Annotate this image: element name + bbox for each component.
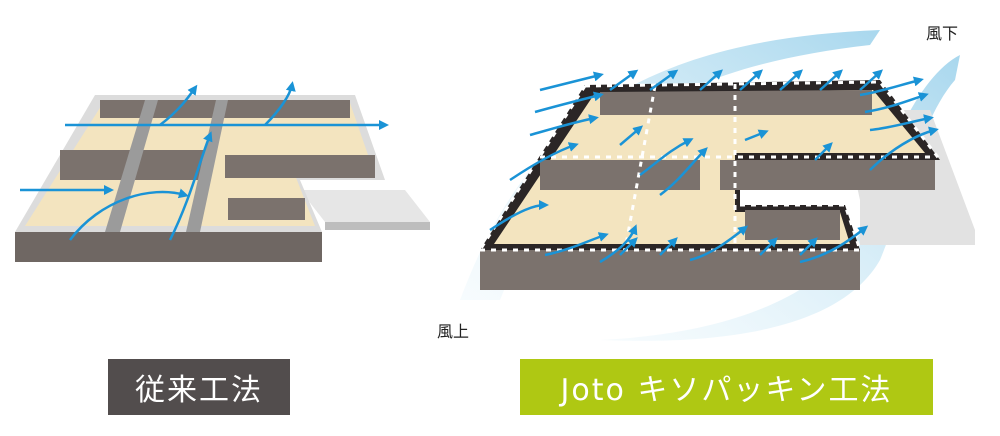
airflow-arrow (529, 114, 599, 137)
airflow-arrow (489, 200, 549, 232)
airflow-arrow (739, 69, 763, 91)
airflow-arrow (759, 237, 778, 256)
airflow-arrow (799, 237, 818, 256)
airflow-arrow (509, 142, 579, 182)
airflow-arrow (639, 138, 694, 176)
airflow-arrow (539, 71, 604, 92)
airflow-arrow (69, 188, 189, 241)
airflow-arrow (659, 237, 678, 256)
airflow-arrow (609, 69, 639, 92)
airflow-arrow (819, 69, 843, 91)
airflow-arrow (699, 69, 723, 91)
airflow-arrows (20, 69, 939, 264)
airflow-arrow (649, 69, 679, 92)
conventional-method-label: 従来工法 (108, 359, 290, 415)
airflow-arrow (859, 69, 883, 91)
airflow-arrow (619, 237, 638, 256)
airflow-arrow (779, 69, 803, 91)
conventional-foundation (15, 95, 430, 262)
airflow-arrow (869, 126, 939, 171)
airflow-arrow (799, 225, 869, 264)
airflow-arrow (544, 232, 609, 257)
airflow-arrow (534, 91, 604, 114)
airflow-arrow (599, 224, 638, 264)
airflow-arrow (168, 131, 213, 241)
leeward-label: 風下 (926, 24, 959, 43)
airflow-arrow (659, 147, 708, 196)
airflow-arrow (264, 81, 296, 126)
airflow-arrow (744, 129, 769, 142)
airflow-arrow (859, 76, 924, 97)
airflow-arrow (619, 125, 644, 146)
joto-method-label: Joto キソパッキン工法 (520, 359, 933, 415)
airflow-arrow (869, 114, 934, 132)
windward-label: 風上 (437, 322, 470, 341)
airflow-arrow (689, 225, 749, 262)
airflow-arrow (814, 142, 833, 161)
airflow-arrow (864, 92, 929, 114)
airflow-arrow (159, 84, 198, 126)
joto-foundation (478, 80, 975, 290)
